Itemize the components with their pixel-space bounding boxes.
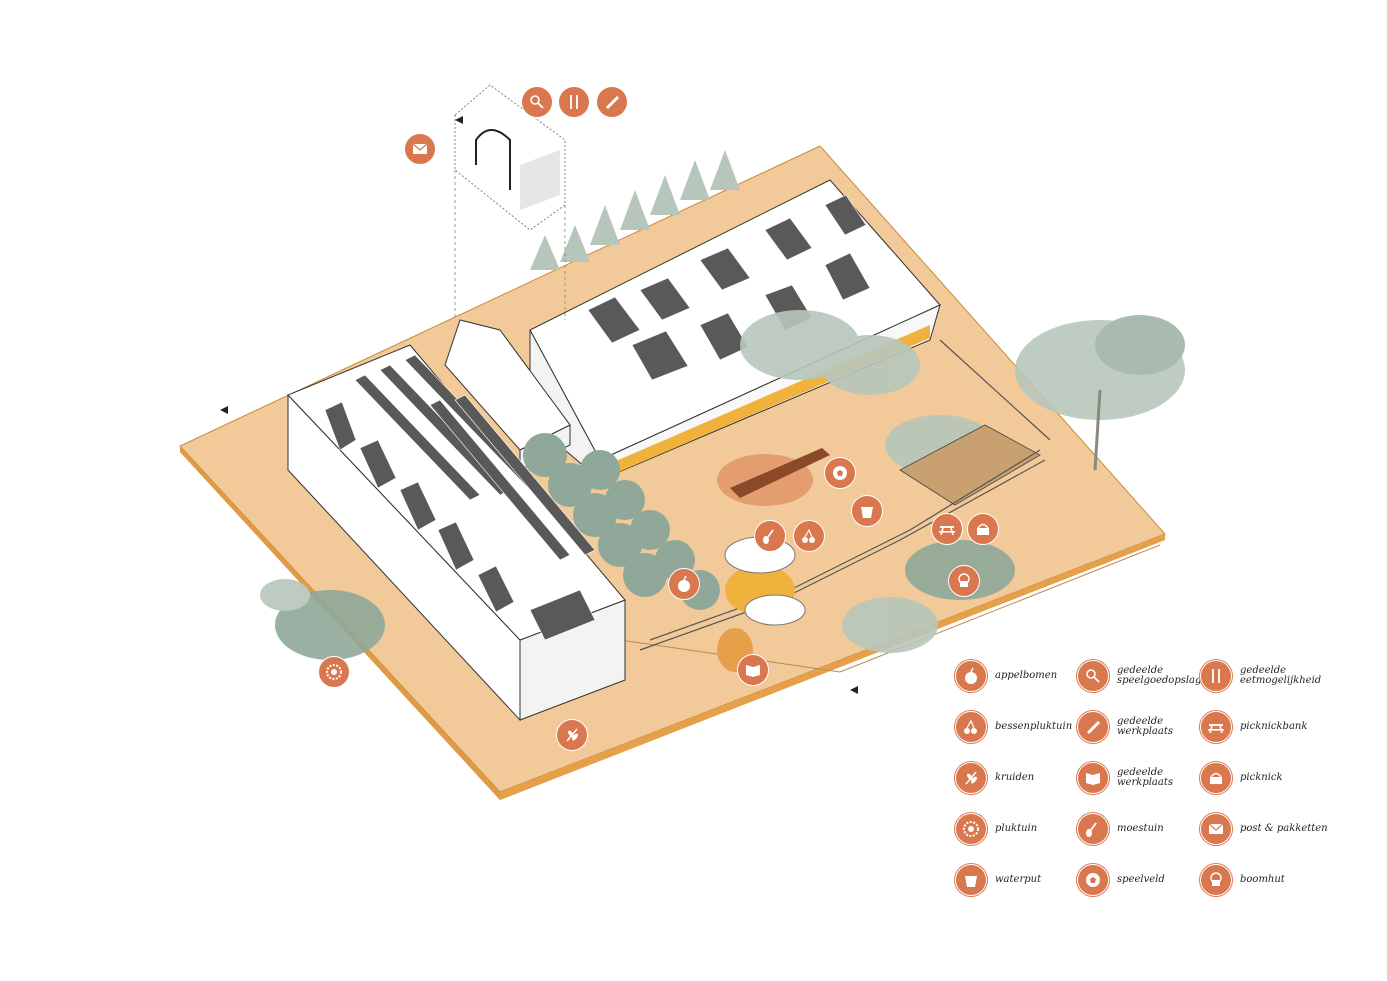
- legend-label: gedeelde werkplaats: [1117, 767, 1173, 788]
- sunflower-icon: [326, 664, 342, 680]
- treehouse-icon: [1200, 864, 1232, 896]
- picnic-table-icon: [939, 526, 955, 536]
- map-book-icon[interactable]: [737, 654, 769, 686]
- legend-item-werkplaats-book: gedeelde werkplaats: [1077, 762, 1173, 794]
- apple-icon: [955, 660, 987, 692]
- legend-item-bessenpluktuin: bessenpluktuin: [955, 711, 1072, 743]
- legend-label: moestuin: [1117, 823, 1164, 834]
- orchard-trees: [523, 433, 720, 610]
- cutlery-icon: [570, 95, 578, 109]
- legend-item-speelveld: speelveld: [1077, 864, 1165, 896]
- map-mail-icon[interactable]: [404, 133, 436, 165]
- cherries-icon: [802, 528, 815, 543]
- legend-label: boomhut: [1240, 874, 1285, 885]
- tools-icon: [530, 95, 544, 109]
- map-shovel-icon[interactable]: [754, 520, 786, 552]
- herb-icon: [566, 728, 578, 742]
- courtyard-trees: [260, 310, 1015, 660]
- map-bucket-icon[interactable]: [851, 495, 883, 527]
- legend-item-picknickbank: picknickbank: [1200, 711, 1307, 743]
- picnic-basket-icon: [977, 523, 989, 535]
- map-apple-icon[interactable]: [668, 568, 700, 600]
- saw-icon: [606, 96, 619, 109]
- shovel-icon: [1077, 813, 1109, 845]
- map-picnic-table-icon[interactable]: [931, 513, 963, 545]
- map-cutlery-icon[interactable]: [558, 86, 590, 118]
- map-picnic-basket-icon[interactable]: [967, 513, 999, 545]
- legend-label: waterput: [995, 874, 1042, 885]
- book-icon: [1077, 762, 1109, 794]
- legend-item-appelbomen: appelbomen: [955, 660, 1057, 692]
- map-herb-icon[interactable]: [556, 719, 588, 751]
- map-tools-icon[interactable]: [521, 86, 553, 118]
- sunflower-icon: [955, 813, 987, 845]
- legend-item-speelgoedopslag: gedeelde speelgoedopslag: [1077, 660, 1201, 692]
- legend-item-kruiden: kruiden: [955, 762, 1034, 794]
- legend-label: gedeelde eetmogelijkheid: [1240, 665, 1322, 686]
- legend-item-moestuin: moestuin: [1077, 813, 1164, 845]
- inset-greenhouse: [454, 84, 566, 320]
- large-tree-right: [1015, 315, 1185, 471]
- legend-label: gedeelde werkplaats: [1117, 716, 1173, 737]
- legend-label: pluktuin: [995, 823, 1038, 834]
- football-icon: [1077, 864, 1109, 896]
- pergola: [639, 339, 1051, 651]
- map-sunflower-icon[interactable]: [318, 656, 350, 688]
- legend-item-post: post & pakketten: [1200, 813, 1328, 845]
- ground-path: [619, 544, 1161, 673]
- map-cherries-icon[interactable]: [793, 520, 825, 552]
- legend-label: gedeelde speelgoedopslag: [1117, 665, 1202, 686]
- legend-item-werkplaats-saw: gedeelde werkplaats: [1077, 711, 1173, 743]
- map-treehouse-icon[interactable]: [948, 565, 980, 597]
- cherries-icon: [955, 711, 987, 743]
- book-icon: [746, 665, 760, 677]
- legend-label: speelveld: [1117, 874, 1165, 885]
- apple-icon: [678, 575, 690, 592]
- legend-item-pluktuin: pluktuin: [955, 813, 1037, 845]
- map-football-icon[interactable]: [824, 457, 856, 489]
- back-tree-row: [530, 150, 740, 270]
- map-saw-icon[interactable]: [596, 86, 628, 118]
- long-bench: [730, 448, 830, 498]
- legend-item-eetmogelijkheid: gedeelde eetmogelijkheid: [1200, 660, 1321, 692]
- picnic-basket-icon: [1200, 762, 1232, 794]
- legend-label: picknick: [1240, 772, 1283, 783]
- front-building: [287, 344, 626, 722]
- mail-icon: [1200, 813, 1232, 845]
- direction-markers: [220, 116, 858, 694]
- legend-label: appelbomen: [995, 670, 1058, 681]
- legend-item-boomhut: boomhut: [1200, 864, 1285, 896]
- bucket-icon: [955, 864, 987, 896]
- treehouse-icon: [958, 573, 970, 587]
- picnic-table-icon: [1200, 711, 1232, 743]
- legend-item-waterput: waterput: [955, 864, 1041, 896]
- mail-icon: [412, 143, 428, 154]
- legend-label: bessenpluktuin: [995, 721, 1073, 732]
- legend-label: picknickbank: [1240, 721, 1308, 732]
- herb-icon: [955, 762, 987, 794]
- shovel-icon: [763, 529, 774, 544]
- legend-label: post & pakketten: [1240, 823, 1328, 834]
- football-icon: [833, 466, 847, 480]
- bucket-icon: [861, 507, 873, 518]
- legend-item-picknick: picknick: [1200, 762, 1283, 794]
- saw-icon: [1077, 711, 1109, 743]
- tools-icon: [1077, 660, 1109, 692]
- play-area: [899, 424, 1041, 506]
- legend-label: kruiden: [995, 772, 1035, 783]
- cutlery-icon: [1200, 660, 1232, 692]
